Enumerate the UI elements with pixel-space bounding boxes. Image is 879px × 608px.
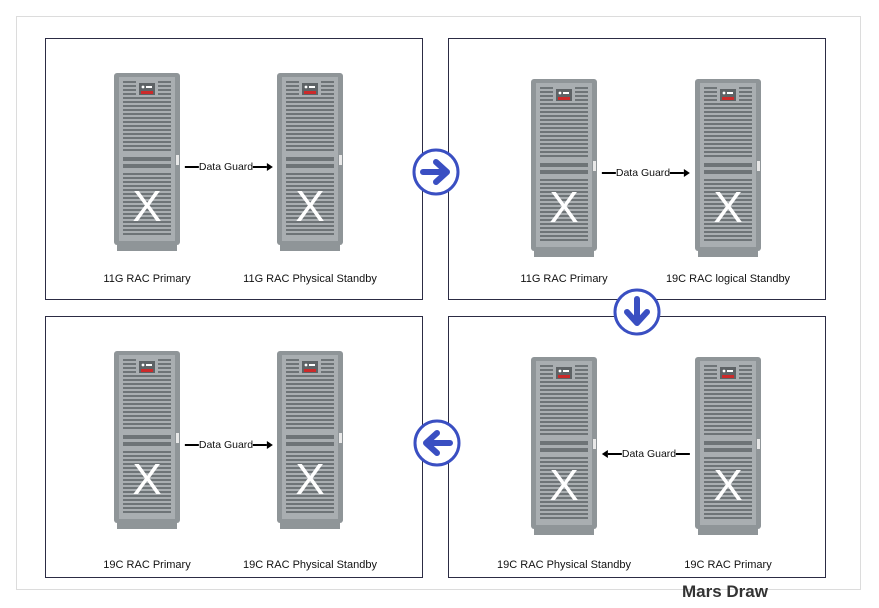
data-guard-link: Data Guard	[184, 161, 274, 173]
server-label: 19C RAC Physical Standby	[497, 559, 631, 571]
panel-step-3: X X Data Guard 19C RAC Physical Standby …	[448, 316, 826, 578]
server-mark: X	[295, 455, 325, 504]
server-mark: X	[549, 183, 579, 232]
server-label: 19C RAC Physical Standby	[243, 559, 377, 571]
data-guard-link: Data Guard	[184, 439, 274, 451]
server-label: 19C RAC logical Standby	[665, 273, 791, 285]
server-label: 11G RAC Primary	[103, 273, 191, 285]
data-guard-label: Data Guard	[621, 448, 677, 460]
server-label: 19C RAC Primary	[684, 559, 772, 571]
panel-step-4: X X Data Guard 19C RAC Primary 19C RAC P…	[45, 316, 423, 578]
server-mark: X	[295, 182, 325, 231]
brand-watermark: Mars Draw	[682, 582, 768, 601]
server-label: 11G RAC Primary	[520, 273, 608, 285]
server-mark: X	[132, 182, 162, 231]
arrow-right-icon	[412, 148, 460, 196]
panel-step-2: X X Data Guard 11G RAC Primary 19C RAC l…	[448, 38, 826, 300]
data-guard-label: Data Guard	[198, 161, 254, 173]
arrow-right-icon	[267, 163, 274, 171]
arrow-right-icon	[684, 169, 691, 177]
data-guard-link: Data Guard	[601, 448, 691, 460]
data-guard-label: Data Guard	[198, 439, 254, 451]
server-label: 19C RAC Primary	[103, 559, 191, 571]
arrow-right-icon	[267, 441, 274, 449]
server-mark: X	[713, 183, 743, 232]
data-guard-link: Data Guard	[601, 167, 691, 179]
panel-step-1: X X Data Guard 11G RAC Primary 11G RAC P…	[45, 38, 423, 300]
server-mark: X	[713, 461, 743, 510]
server-mark: X	[132, 455, 162, 504]
server-label: 11G RAC Physical Standby	[243, 273, 377, 285]
data-guard-label: Data Guard	[615, 167, 671, 179]
arrow-left-icon	[601, 450, 608, 458]
arrow-left-icon	[413, 419, 461, 467]
arrow-down-icon	[613, 288, 661, 336]
server-mark: X	[549, 461, 579, 510]
